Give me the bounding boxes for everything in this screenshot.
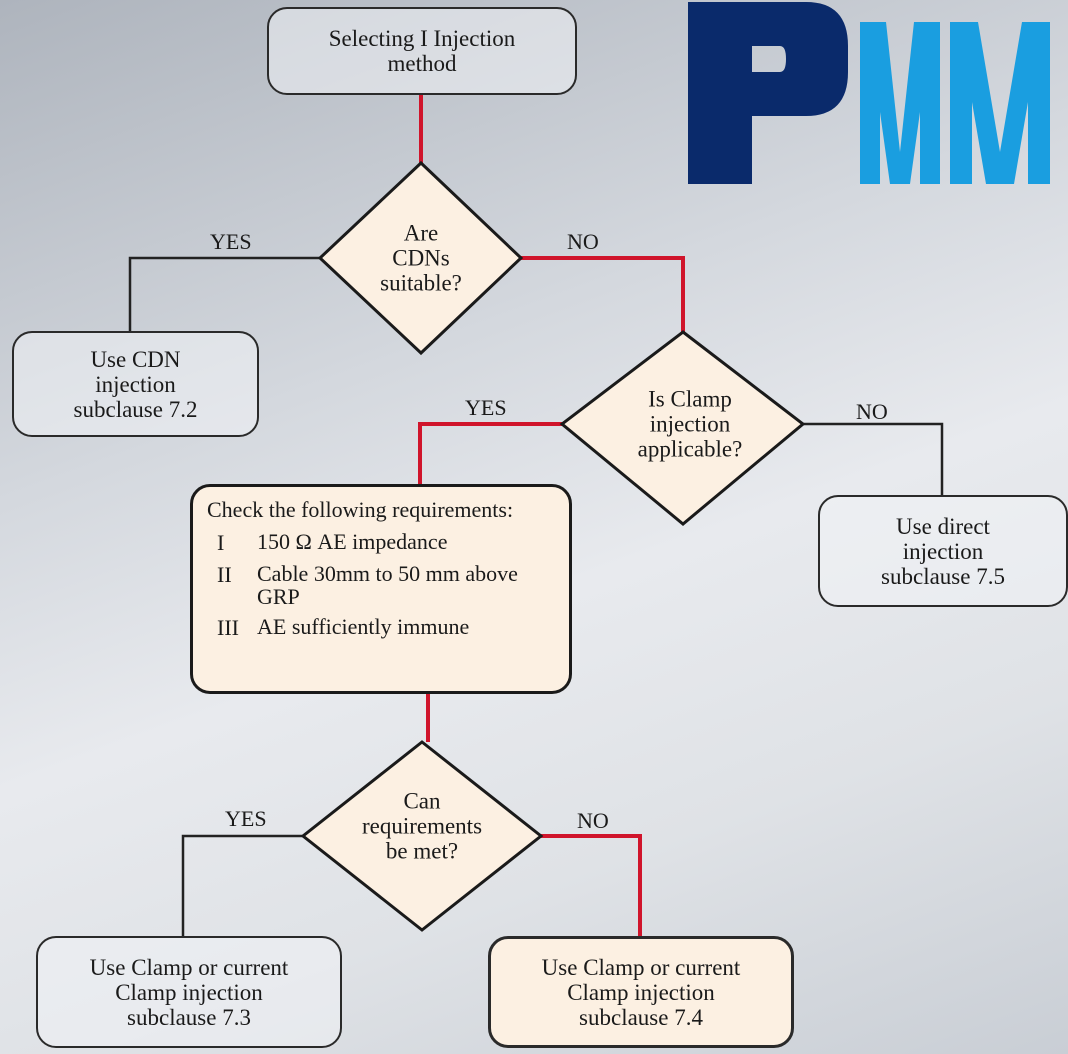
- connector-cdn-no: [521, 256, 685, 332]
- direct-result-line3: subclause 7.5: [881, 563, 1005, 589]
- requirement-text: Cable 30mm to 50 mm above GRP: [257, 561, 518, 609]
- start-box: Selecting I Injection method: [267, 7, 577, 95]
- requirements-title: Check the following requirements:: [207, 497, 514, 522]
- cdn-result-line1: Use CDN: [90, 346, 181, 372]
- direct-result-line2: injection: [902, 538, 984, 564]
- connector-met-yes: [181, 834, 303, 937]
- requirement-item: II Cable 30mm to 50 mm above GRP: [207, 562, 557, 608]
- clamp-injection-result-7-4: Use Clamp or current Clamp injection sub…: [488, 936, 794, 1048]
- cdn-injection-result: Use CDN injection subclause 7.2: [12, 331, 259, 437]
- start-box-line1: Selecting I Injection: [328, 26, 516, 51]
- cdn-result-line2: injection: [95, 371, 176, 397]
- result-74-line2: Clamp injection: [567, 979, 715, 1005]
- cdn-yes-label: YES: [210, 229, 252, 254]
- requirements-box: Check the following requirements: I 150 …: [190, 484, 572, 694]
- connector-met-no: [541, 834, 642, 937]
- requirement-item: I 150 Ω AE impedance: [207, 530, 557, 555]
- cdn-result-line3: subclause 7.2: [73, 396, 198, 422]
- result-74-line3: subclause 7.4: [579, 1004, 703, 1030]
- direct-injection-result: Use direct injection subclause 7.5: [818, 495, 1068, 607]
- requirement-text: AE sufficiently immune: [257, 614, 470, 639]
- requirement-text: 150 Ω AE impedance: [257, 529, 448, 554]
- decision-cdns-suitable-text: Are CDNs suitable?: [380, 221, 462, 296]
- decision-clamp-applicable: [559, 330, 806, 526]
- decision-requirements-met-text: Can requirements be met?: [362, 789, 482, 864]
- clamp-no-label: NO: [856, 399, 888, 424]
- decision3-line2: requirements: [361, 813, 483, 839]
- requirement-number: I: [217, 530, 225, 555]
- decision2-line3: applicable?: [637, 436, 743, 462]
- start-box-line2: method: [387, 51, 457, 76]
- logo-letter-p: [688, 2, 848, 184]
- decision1-line3: suitable?: [380, 270, 462, 296]
- cdn-no-label: NO: [567, 229, 599, 254]
- requirement-item: III AE sufficiently immune: [207, 615, 557, 640]
- decision3-line1: Can: [403, 788, 441, 814]
- decision-cdns-suitable: [317, 160, 524, 356]
- result-73-line2: Clamp injection: [115, 979, 263, 1005]
- met-no-label: NO: [577, 808, 609, 833]
- decision2-line2: injection: [649, 411, 731, 437]
- decision1-line2: CDNs: [392, 245, 450, 271]
- pmm-logo: [688, 2, 1050, 184]
- logo-letter-m2: [950, 22, 1050, 184]
- decision3-line3: be met?: [385, 838, 459, 864]
- direct-result-line1: Use direct: [896, 513, 990, 539]
- result-73-line3: subclause 7.3: [127, 1004, 251, 1030]
- decision-requirements-met: [300, 740, 544, 932]
- clamp-yes-label: YES: [465, 395, 507, 420]
- result-73-line1: Use Clamp or current: [89, 954, 289, 980]
- requirement-number: III: [217, 615, 239, 640]
- clamp-injection-result-7-3: Use Clamp or current Clamp injection sub…: [36, 936, 342, 1048]
- decision1-line1: Are: [403, 220, 439, 246]
- decision2-line1: Is Clamp: [648, 386, 732, 412]
- connector-clamp-no: [803, 422, 944, 496]
- connector-cdn-yes: [128, 256, 320, 332]
- logo-letter-m1: [860, 22, 940, 184]
- result-74-line1: Use Clamp or current: [541, 954, 741, 980]
- decision-clamp-applicable-text: Is Clamp injection applicable?: [638, 387, 743, 462]
- connector-clamp-yes: [418, 422, 562, 486]
- requirement-number: II: [217, 562, 232, 587]
- met-yes-label: YES: [225, 806, 267, 831]
